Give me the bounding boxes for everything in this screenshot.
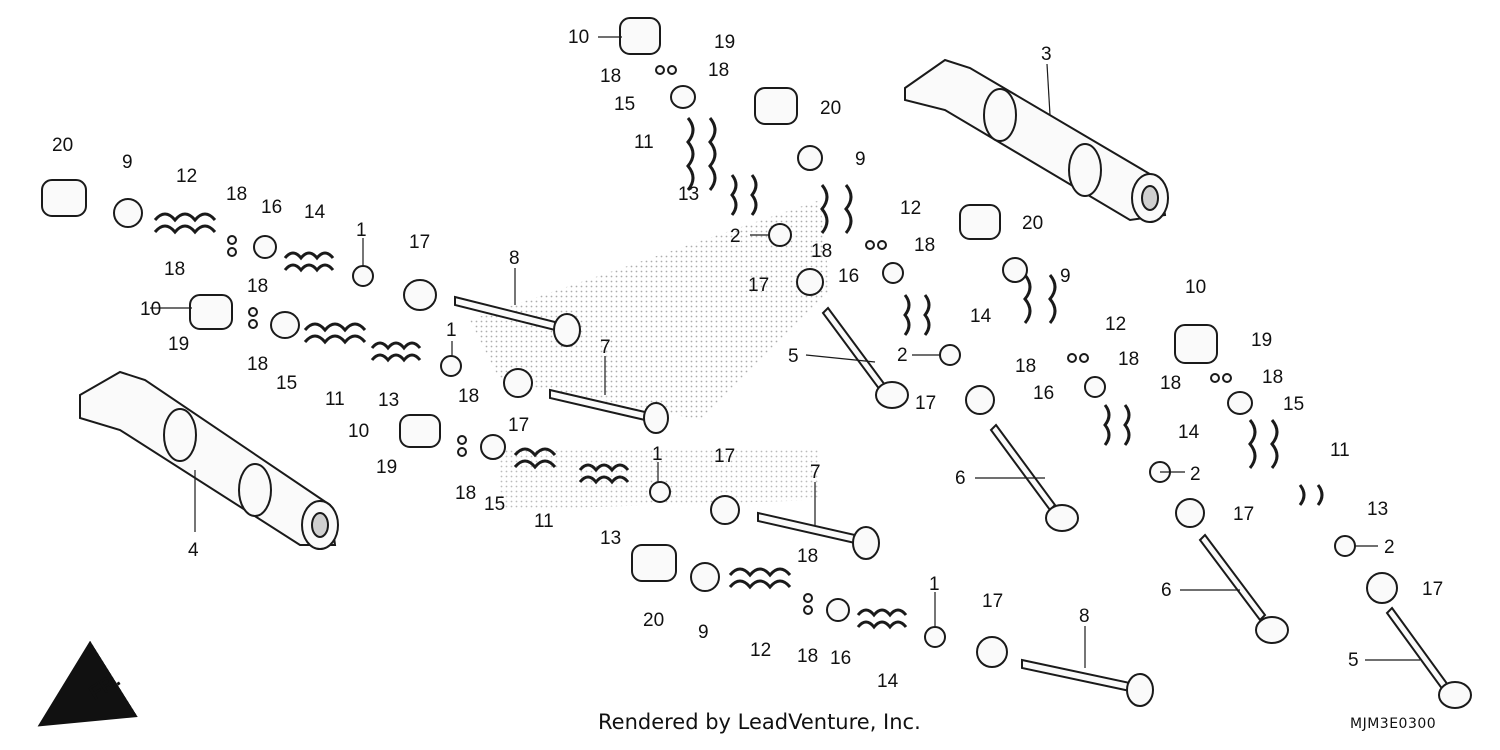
callout-7: 7 (600, 337, 611, 358)
callout-15: 15 (1283, 394, 1304, 415)
callout-13: 13 (1367, 499, 1388, 520)
callout-10: 10 (568, 27, 589, 48)
callout-18: 18 (914, 235, 935, 256)
callout-18: 18 (458, 386, 479, 407)
callout-19: 19 (714, 32, 735, 53)
callout-2: 2 (730, 226, 741, 247)
callout-17: 17 (508, 415, 529, 436)
callout-18: 18 (455, 483, 476, 504)
camshaft-left (79, 370, 339, 550)
callout-18: 18 (226, 184, 247, 205)
callout-17: 17 (915, 393, 936, 414)
callout-13: 13 (378, 390, 399, 411)
callout-8: 8 (509, 248, 520, 269)
callout-5: 5 (1348, 650, 1359, 671)
callout-17: 17 (409, 232, 430, 253)
callout-18: 18 (1160, 373, 1181, 394)
callout-18: 18 (600, 66, 621, 87)
callout-20: 20 (820, 98, 841, 119)
camshaft-right (904, 58, 1169, 223)
callout-11: 11 (1330, 440, 1350, 461)
callout-16: 16 (1033, 383, 1054, 404)
small-parts (113, 65, 1398, 668)
callout-10: 10 (140, 299, 161, 320)
callout-18: 18 (708, 60, 729, 81)
valves (454, 295, 1472, 709)
callout-17: 17 (748, 275, 769, 296)
callout-17: 17 (1422, 579, 1443, 600)
callout-12: 12 (900, 198, 921, 219)
callout-18: 18 (1262, 367, 1283, 388)
leader-lines (150, 36, 1420, 668)
callout-18: 18 (1118, 349, 1139, 370)
callout-10: 10 (348, 421, 369, 442)
callout-16: 16 (830, 648, 851, 669)
front-direction-indicator: FR. (37, 640, 138, 727)
callout-18: 18 (1015, 356, 1036, 377)
direction-label: FR. (85, 669, 124, 705)
callout-9: 9 (1060, 266, 1071, 287)
credit-text: Rendered by LeadVenture, Inc. (598, 710, 921, 734)
callout-11: 11 (634, 132, 654, 153)
callout-6: 6 (1161, 580, 1172, 601)
callout-12: 12 (750, 640, 771, 661)
callout-18: 18 (797, 646, 818, 667)
callout-labels: 1 1 1 1 2 2 2 2 3 4 5 5 6 6 7 7 8 8 9 9 … (52, 27, 1443, 692)
callout-13: 13 (678, 184, 699, 205)
diagram-code: MJM3E0300 (1350, 716, 1437, 732)
callout-9: 9 (122, 152, 133, 173)
callout-3: 3 (1041, 44, 1052, 65)
callout-1: 1 (652, 444, 663, 465)
callout-12: 12 (176, 166, 197, 187)
callout-18: 18 (164, 259, 185, 280)
callout-12: 12 (1105, 314, 1126, 335)
callout-15: 15 (614, 94, 635, 115)
callout-5: 5 (788, 346, 799, 367)
callout-14: 14 (304, 202, 326, 223)
callout-9: 9 (855, 149, 866, 170)
dotted-shading (470, 200, 830, 510)
callout-18: 18 (797, 546, 818, 567)
callout-17: 17 (714, 446, 735, 467)
callout-2: 2 (897, 345, 908, 366)
callout-18: 18 (247, 354, 268, 375)
callout-15: 15 (276, 373, 297, 394)
callout-20: 20 (52, 135, 73, 156)
callout-19: 19 (376, 457, 397, 478)
callout-10: 10 (1185, 277, 1206, 298)
callout-18: 18 (247, 276, 268, 297)
callout-20: 20 (1022, 213, 1043, 234)
callout-2: 2 (1384, 537, 1395, 558)
callout-17: 17 (982, 591, 1003, 612)
callout-20: 20 (643, 610, 664, 631)
callout-14: 14 (877, 671, 899, 692)
valve-springs (153, 117, 1324, 630)
callout-16: 16 (838, 266, 859, 287)
callout-18: 18 (811, 241, 832, 262)
callout-14: 14 (970, 306, 992, 327)
callout-19: 19 (168, 334, 189, 355)
callout-14: 14 (1178, 422, 1200, 443)
tappets (41, 17, 1218, 582)
callout-11: 11 (534, 511, 554, 532)
callout-11: 11 (325, 389, 345, 410)
callout-6: 6 (955, 468, 966, 489)
callout-15: 15 (484, 494, 505, 515)
callout-9: 9 (698, 622, 709, 643)
callout-1: 1 (446, 320, 457, 341)
callout-2: 2 (1190, 464, 1201, 485)
callout-16: 16 (261, 197, 282, 218)
callout-8: 8 (1079, 606, 1090, 627)
callout-17: 17 (1233, 504, 1254, 525)
callout-4: 4 (188, 540, 199, 561)
callout-1: 1 (929, 574, 940, 595)
callout-19: 19 (1251, 330, 1272, 351)
callout-13: 13 (600, 528, 621, 549)
callout-1: 1 (356, 220, 367, 241)
callout-7: 7 (810, 462, 821, 483)
